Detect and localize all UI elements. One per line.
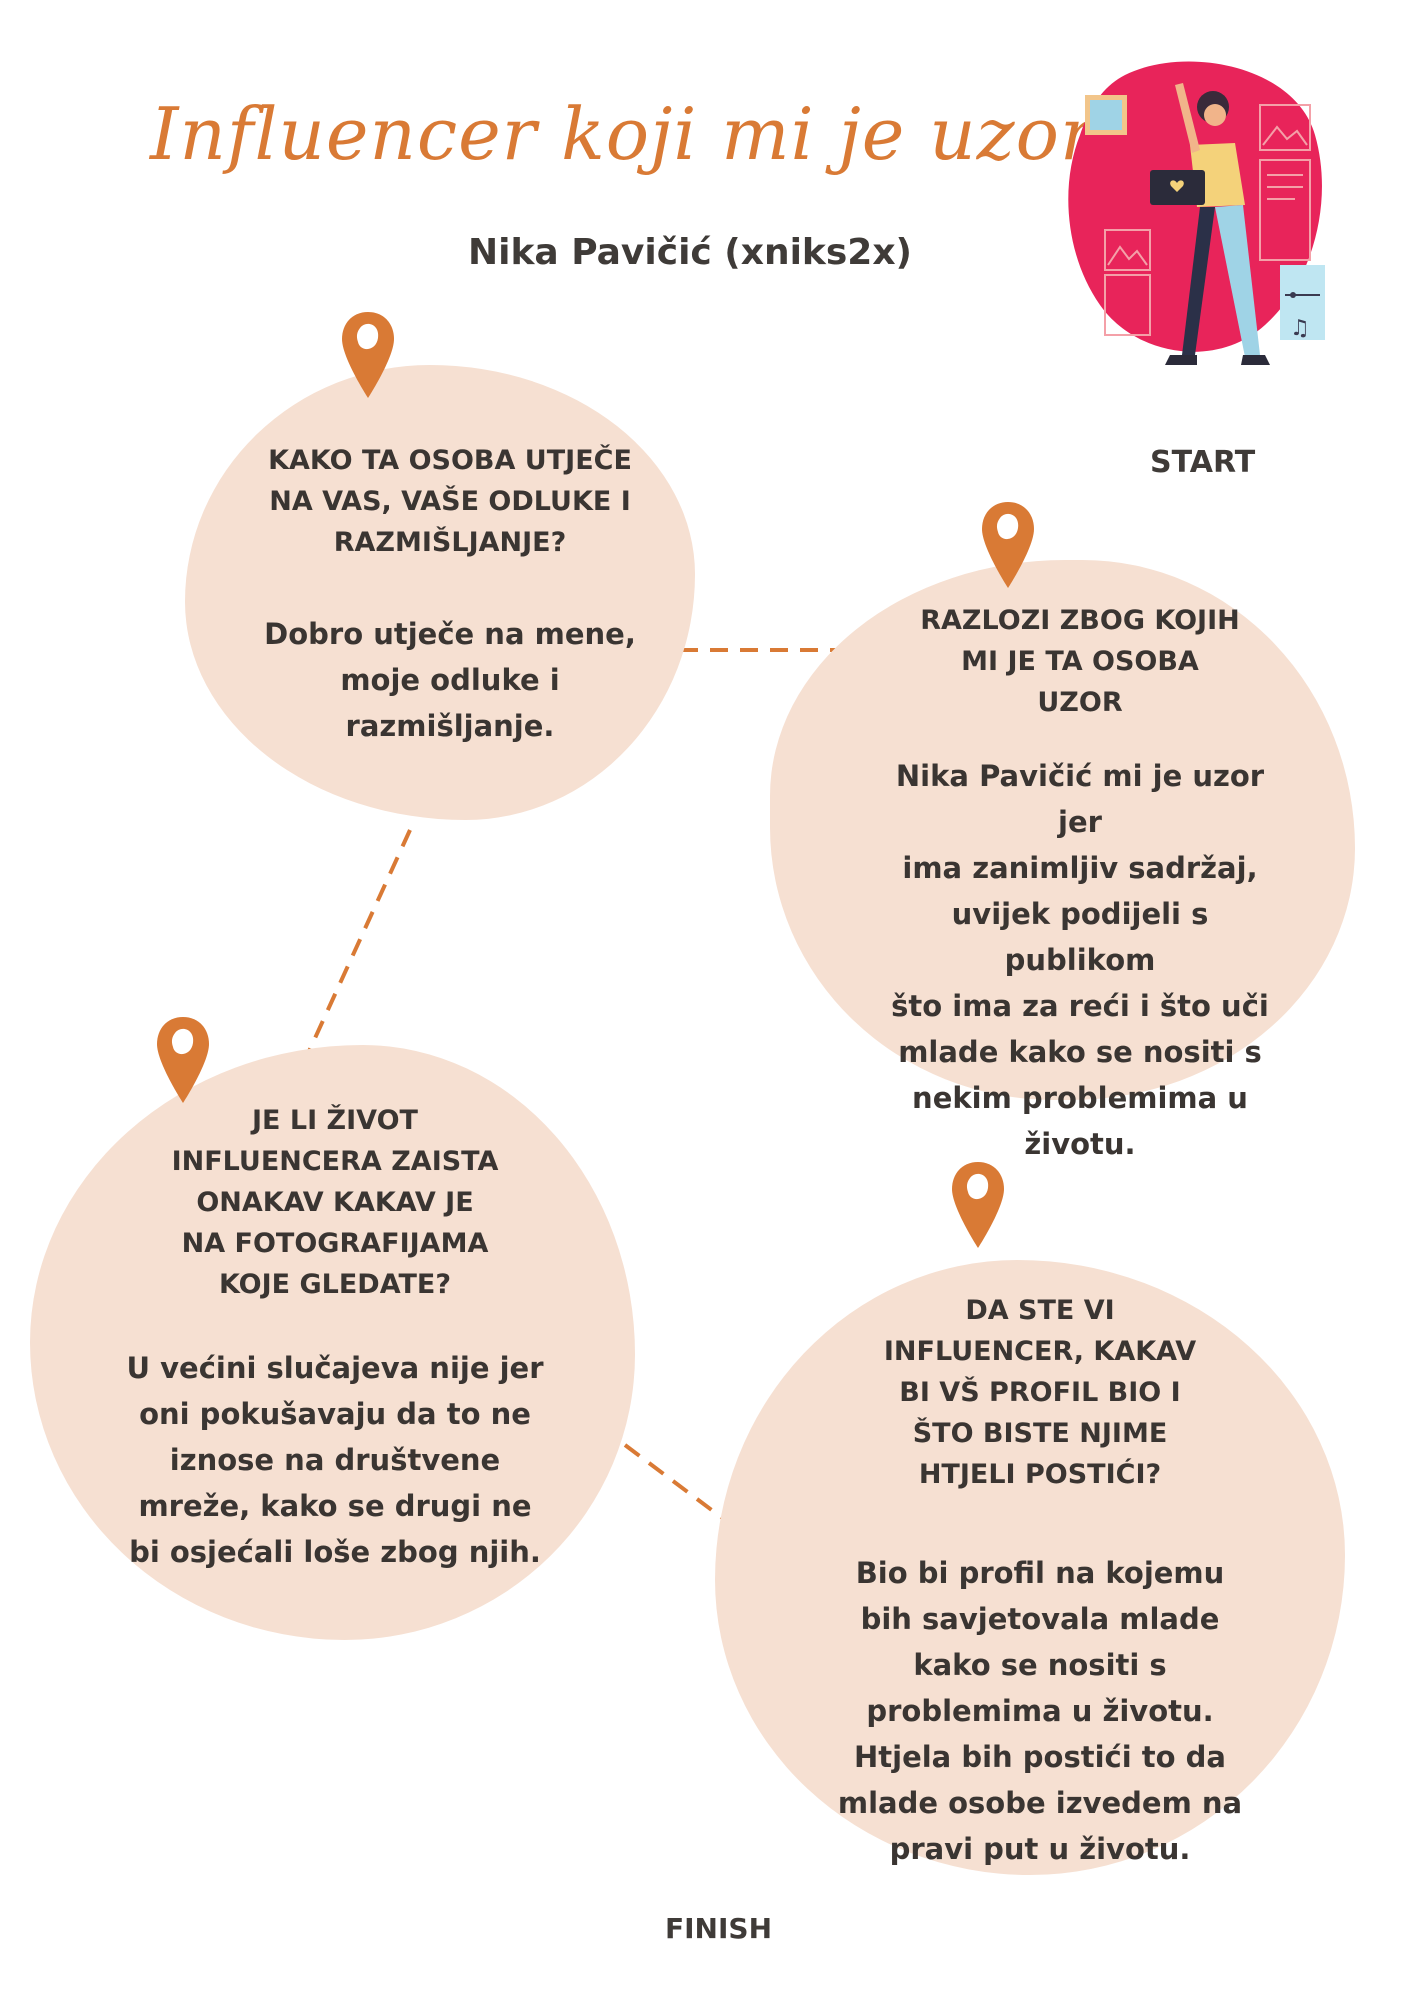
question-card-own-profile: DA STE VI INFLUENCER, KAKAV BI VŠ PROFIL… (830, 1290, 1250, 1872)
question-card-reasons: RAZLOZI ZBOG KOJIH MI JE TA OSOBA UZOR N… (880, 600, 1280, 1167)
card-answer: Dobro utječe na mene, moje odluke i razm… (264, 617, 636, 743)
music-note-icon: ♫ (1290, 316, 1310, 341)
card-question: DA STE VI INFLUENCER, KAKAV BI VŠ PROFIL… (883, 1295, 1197, 1490)
card-answer: U većini slučajeva nije jer oni pokušava… (126, 1351, 544, 1569)
question-card-influence: KAKO TA OSOBA UTJEČE NA VAS, VAŠE ODLUKE… (250, 440, 650, 749)
location-pin-icon (952, 1162, 1004, 1248)
card-background (770, 560, 1355, 1100)
card-question: JE LI ŽIVOT INFLUENCERA ZAISTA ONAKAV KA… (171, 1105, 499, 1300)
start-label: START (1150, 445, 1256, 480)
card-background (30, 1045, 635, 1640)
card-question: RAZLOZI ZBOG KOJIH MI JE TA OSOBA UZOR (920, 605, 1240, 718)
card-answer: Bio bi profil na kojemu bih savjetovala … (837, 1556, 1243, 1866)
finish-label: FINISH (665, 1912, 772, 1945)
woman-laptop-illustration: ♫ (1068, 61, 1325, 365)
card-background (185, 365, 695, 820)
influencer-name: Nika Pavičić (xniks2x) (467, 232, 913, 273)
card-answer: Nika Pavičić mi je uzor jer ima zanimlji… (891, 759, 1269, 1161)
page-title: Influencer koji mi je uzor (150, 92, 1096, 176)
location-pin-icon (342, 312, 394, 398)
card-background (715, 1260, 1345, 1875)
card-question: KAKO TA OSOBA UTJEČE NA VAS, VAŠE ODLUKE… (268, 445, 632, 558)
location-pin-icon (157, 1017, 209, 1103)
question-card-reality: JE LI ŽIVOT INFLUENCERA ZAISTA ONAKAV KA… (120, 1100, 550, 1575)
location-pin-icon (982, 502, 1034, 588)
